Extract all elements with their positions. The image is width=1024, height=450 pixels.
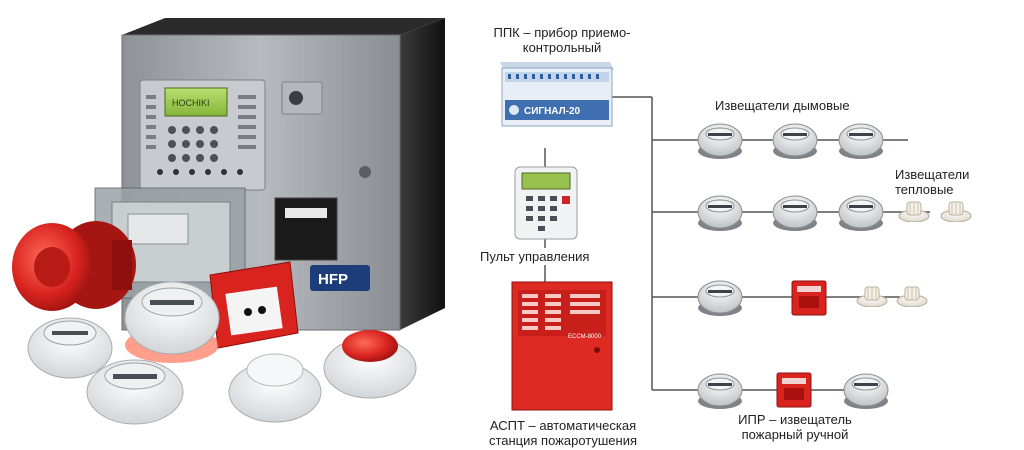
beacon-red bbox=[323, 330, 417, 399]
control-keypad bbox=[514, 166, 578, 240]
heat-detector-icon bbox=[896, 286, 928, 307]
ppk-label: ППК – прибор приемо- контрольный bbox=[482, 25, 642, 55]
ppk-label-line2: контрольный bbox=[522, 40, 602, 55]
ppk-label-line1: ППК – прибор приемо- bbox=[493, 25, 631, 40]
siren bbox=[12, 221, 136, 311]
smoke-detector-icon bbox=[838, 195, 884, 232]
aspt-cabinet: ЕССМ-8000 bbox=[511, 281, 613, 411]
smoke-detector-icon bbox=[697, 123, 743, 160]
smoke-detectors-label: Извещатели дымовые bbox=[715, 98, 850, 113]
wiring-diagram: СИГНАЛ-20 ЕССМ-800 bbox=[500, 62, 972, 411]
heat-detector-icon bbox=[898, 201, 930, 222]
aspt-label: АСПТ – автоматическая станция пожаротуше… bbox=[478, 418, 648, 448]
ipr-label-line2: пожарный ручной bbox=[741, 427, 849, 442]
smoke-detector-icon bbox=[838, 123, 884, 160]
panel-logo-text: HOCHIKI bbox=[172, 98, 210, 108]
ipr-label: ИПР – извещатель пожарный ручной bbox=[730, 412, 860, 442]
ppk-brand-text: СИГНАЛ-20 bbox=[524, 106, 581, 117]
fire-alarm-equipment-photo: HOCHIKI HF bbox=[12, 18, 445, 425]
manual-call-point-icon bbox=[776, 372, 812, 408]
smoke-detector-icon bbox=[697, 195, 743, 232]
aspt-brand-text: ЕССМ-8000 bbox=[568, 334, 602, 340]
ipr-label-line1: ИПР – извещатель bbox=[738, 412, 852, 427]
smoke-detector-icon bbox=[697, 373, 743, 410]
heat-detectors-label: Извещатели тепловые bbox=[895, 167, 970, 197]
beacon-clear bbox=[228, 353, 322, 423]
aspt-label-line1: АСПТ – автоматическая bbox=[489, 418, 637, 433]
smoke-detector-icon bbox=[697, 280, 743, 317]
detector-large bbox=[124, 281, 220, 363]
aspt-label-line2: станция пожаротушения bbox=[488, 433, 638, 448]
manual-call-point-icon bbox=[791, 280, 827, 316]
smoke-detector-icon bbox=[843, 373, 889, 410]
heat-detector-icon bbox=[856, 286, 888, 307]
smoke-detector-icon bbox=[772, 195, 818, 232]
manual-call-point bbox=[209, 261, 299, 349]
control-panel-label: Пульт управления bbox=[480, 249, 590, 264]
panel-badge-text: HFP bbox=[318, 271, 348, 288]
detector-bottom bbox=[86, 359, 184, 425]
heat-detector-icon bbox=[940, 201, 972, 222]
detector-left bbox=[27, 317, 113, 379]
ppk-device: СИГНАЛ-20 bbox=[500, 62, 614, 127]
smoke-detector-icon bbox=[772, 123, 818, 160]
